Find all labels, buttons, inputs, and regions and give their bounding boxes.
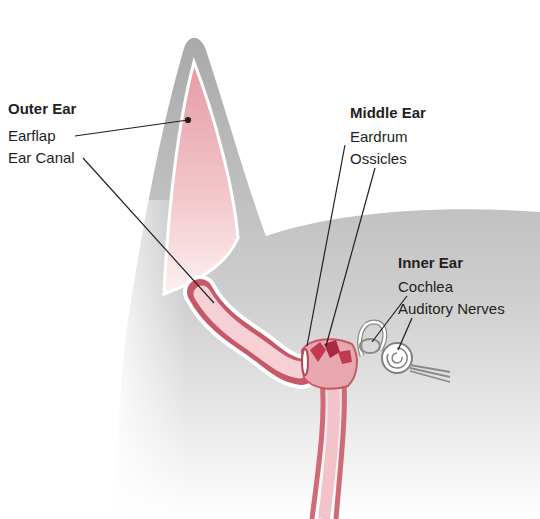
eardrum (302, 349, 308, 375)
canal-lining (200, 292, 302, 372)
semicircular-canal (360, 322, 385, 356)
part-label: Cochlea (398, 278, 453, 296)
leader-dot (186, 118, 191, 123)
leader-line (75, 120, 188, 136)
section-heading: Middle Ear (350, 104, 426, 122)
cochlea (382, 343, 412, 373)
part-label: Ossicles (350, 150, 407, 168)
section-heading: Outer Ear (8, 100, 76, 118)
leader-line (307, 145, 345, 346)
ear-canal (202, 294, 300, 370)
leader-line (83, 158, 214, 303)
part-label: Earflap (8, 127, 56, 145)
ossicle (310, 342, 326, 362)
semicircular-canal (360, 322, 385, 356)
ear-canal-wall (200, 292, 302, 372)
auditory-nerves (410, 365, 450, 382)
tube-inner (324, 382, 334, 519)
part-label: Auditory Nerves (398, 300, 505, 318)
part-label: Ear Canal (8, 149, 75, 167)
section-heading: Inner Ear (398, 254, 463, 272)
ossicle (338, 350, 352, 364)
middle-ear (302, 339, 357, 389)
leader-line (398, 318, 412, 350)
semicircular-canal (360, 339, 380, 353)
leader-line (326, 168, 375, 346)
cochlea-spiral (387, 348, 407, 368)
part-label: Eardrum (350, 128, 408, 146)
